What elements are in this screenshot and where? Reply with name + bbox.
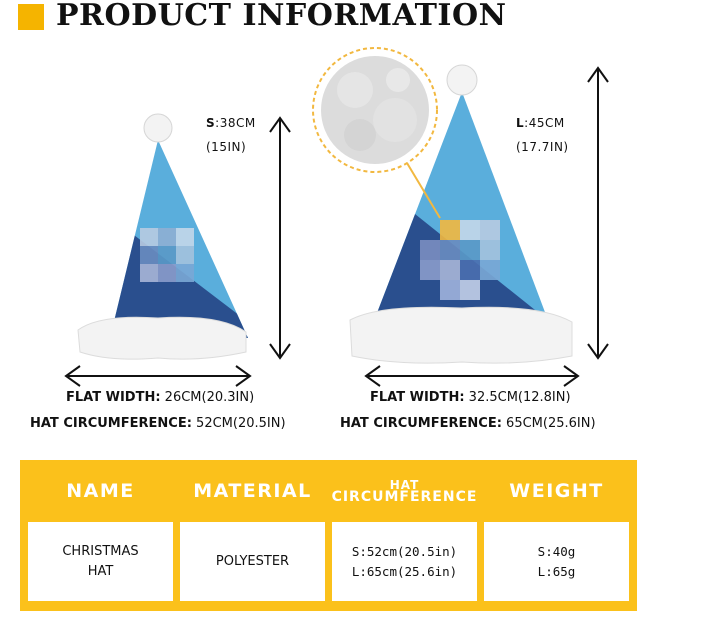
small-flat-width-value: 26CM(20.3IN) xyxy=(164,390,255,405)
large-flat-width-key: FLAT WIDTH: xyxy=(370,390,465,405)
large-width-arrow xyxy=(364,365,580,387)
header-circumference-line1: HAT xyxy=(389,478,420,492)
small-circumference: HAT CIRCUMFERENCE: 52CM(20.5IN) xyxy=(30,416,286,431)
cell-name: CHRISTMAS HAT xyxy=(28,522,173,601)
small-size-letter: S xyxy=(206,116,216,130)
header-name: NAME xyxy=(66,480,135,502)
cell-circumference-l: L:65cm(25.6in) xyxy=(351,563,458,579)
small-circumference-key: HAT CIRCUMFERENCE: xyxy=(30,416,192,431)
cell-weight-l: L:65g xyxy=(537,563,576,579)
product-table: NAME MATERIAL HAT CIRCUMFERENCE WEIGHT C… xyxy=(20,460,637,611)
cell-material: POLYESTER xyxy=(180,522,325,601)
large-circumference: HAT CIRCUMFERENCE: 65CM(25.6IN) xyxy=(340,416,596,431)
material-zoom-callout xyxy=(312,47,441,219)
cell-weight-s: S:40g xyxy=(537,543,576,559)
small-height-arrow xyxy=(269,116,291,360)
large-circumference-value: 65CM(25.6IN) xyxy=(506,416,596,431)
small-flat-width-key: FLAT WIDTH: xyxy=(66,390,161,405)
cell-name-line2: HAT xyxy=(87,563,114,579)
large-circumference-key: HAT CIRCUMFERENCE: xyxy=(340,416,502,431)
hats-illustration xyxy=(64,47,609,387)
small-flat-width: FLAT WIDTH: 26CM(20.3IN) xyxy=(66,390,254,405)
small-height-inches: (15IN) xyxy=(206,140,247,154)
large-flat-width: FLAT WIDTH: 32.5CM(12.8IN) xyxy=(370,390,571,405)
header-circumference-line2: CIRCUMFERENCE xyxy=(331,489,478,505)
large-flat-width-value: 32.5CM(12.8IN) xyxy=(468,390,571,405)
large-height-inches: (17.7IN) xyxy=(516,140,569,154)
small-height-value: :38CM xyxy=(215,116,256,130)
cell-name-line1: CHRISTMAS xyxy=(62,543,139,559)
large-size-letter: L xyxy=(516,116,525,130)
title-accent-square xyxy=(18,4,44,30)
page-title: PRODUCT INFORMATION xyxy=(56,0,507,33)
large-height-label: L:45CM xyxy=(516,116,565,130)
cell-circumference-s: S:52cm(20.5in) xyxy=(351,543,458,559)
header-circumference: HAT CIRCUMFERENCE xyxy=(332,460,477,522)
header-material: MATERIAL xyxy=(193,480,312,502)
small-circumference-value: 52CM(20.5IN) xyxy=(196,416,286,431)
pixel-blur-large xyxy=(420,220,500,300)
small-height-label: S:38CM xyxy=(206,116,256,130)
header-weight: WEIGHT xyxy=(509,480,604,502)
large-height-value: :45CM xyxy=(524,116,565,130)
small-width-arrow xyxy=(64,365,252,387)
cell-circumference: S:52cm(20.5in) L:65cm(25.6in) xyxy=(332,522,477,601)
large-height-arrow xyxy=(587,66,609,360)
pixel-blur-small xyxy=(140,228,194,282)
